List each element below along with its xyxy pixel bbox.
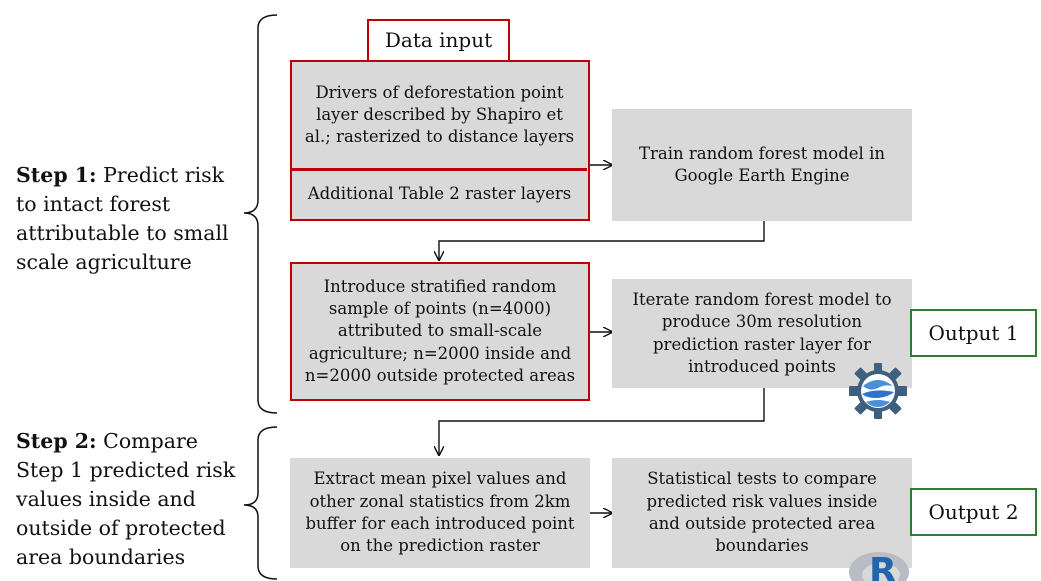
- step1-text: Predict risk to intact forest attributab…: [16, 163, 229, 274]
- step1-label: Step 1: Predict risk to intact forest at…: [16, 161, 246, 277]
- step2-brace: [243, 426, 278, 580]
- output1-box: Output 1: [910, 309, 1037, 357]
- step1-brace: [243, 14, 278, 414]
- data-input-group: Drivers of deforestation point layer des…: [290, 60, 590, 221]
- step1-title: Step 1:: [16, 163, 97, 187]
- step2-title: Step 2:: [16, 429, 97, 453]
- stats-box: Statistical tests to compare predicted r…: [612, 458, 912, 568]
- google-earth-engine-icon: [849, 363, 907, 419]
- arrow-train-to-introduce: [439, 221, 765, 260]
- step2-text: Compare Step 1 predicted risk values ins…: [16, 429, 236, 569]
- extract-box: Extract mean pixel values and other zona…: [290, 458, 590, 568]
- additional-box: Additional Table 2 raster layers: [307, 183, 572, 203]
- introduce-box: Introduce stratified random sample of po…: [290, 262, 590, 401]
- r-logo-icon: R: [847, 548, 911, 581]
- data-input-label: Data input: [367, 19, 510, 60]
- train-box: Train random forest model in Google Eart…: [612, 109, 912, 221]
- output2-box: Output 2: [910, 488, 1037, 536]
- drivers-box: Drivers of deforestation point layer des…: [304, 82, 575, 147]
- r-letter: R: [869, 551, 897, 581]
- step2-label: Step 2: Compare Step 1 predicted risk va…: [16, 427, 246, 572]
- arrow-iterate-to-extract: [439, 388, 765, 455]
